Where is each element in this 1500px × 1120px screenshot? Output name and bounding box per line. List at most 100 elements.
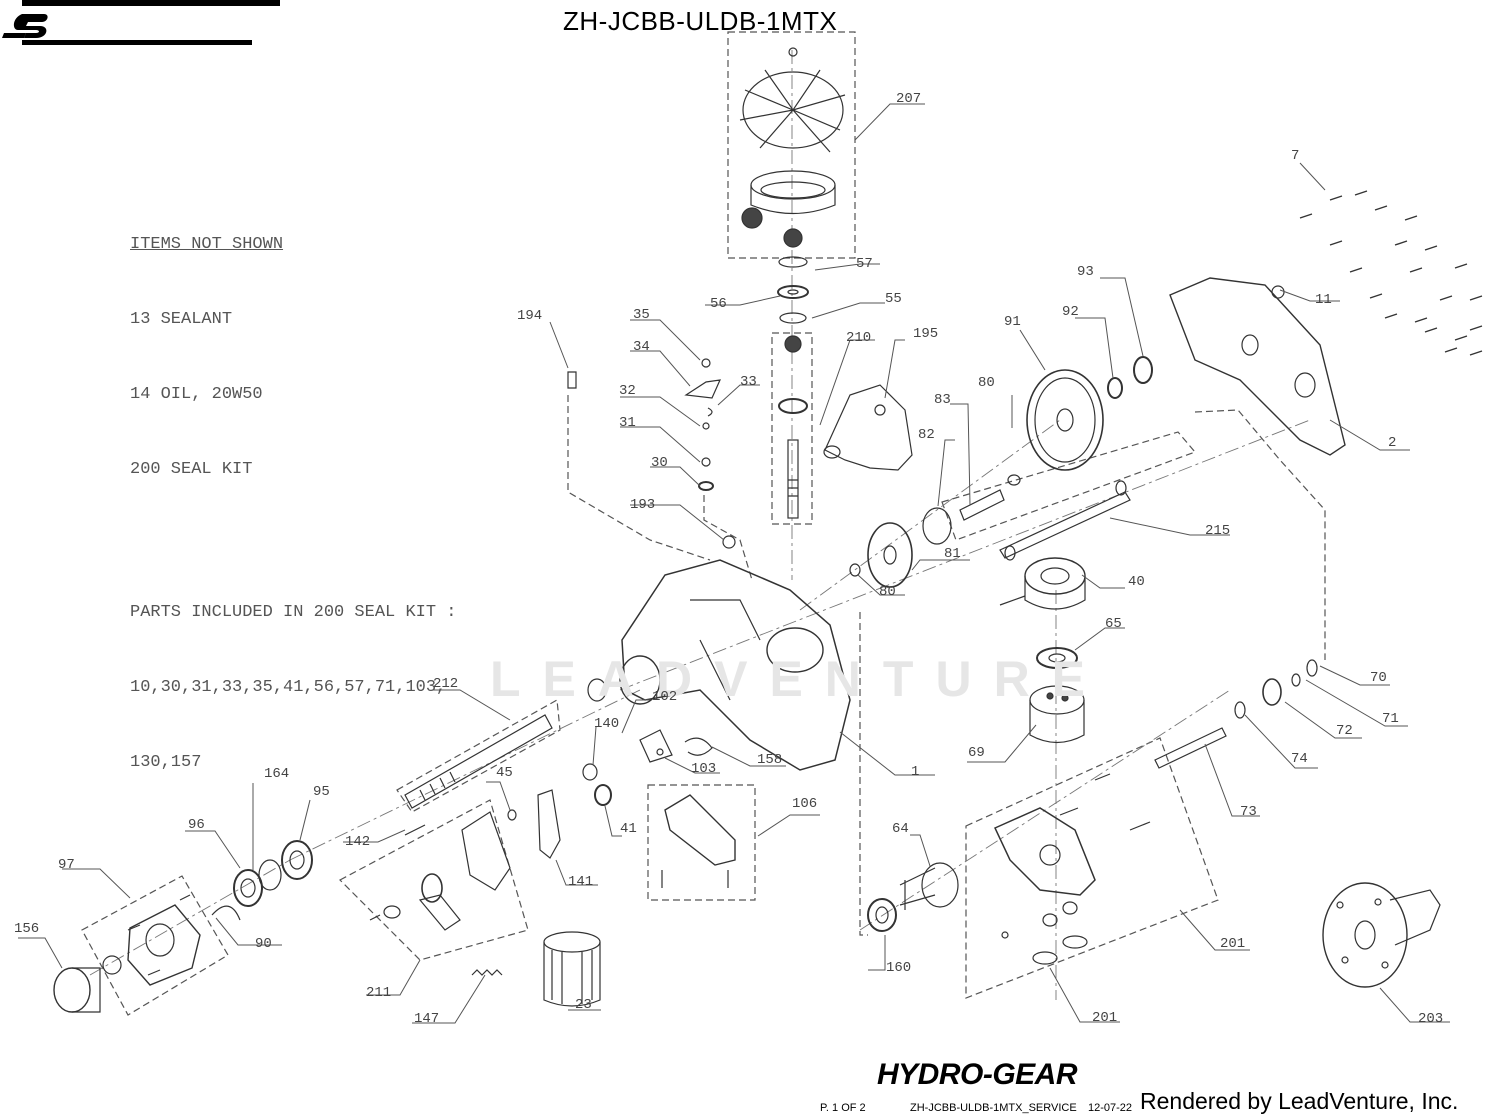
callout-33: 33 [740, 374, 757, 390]
seal-guide [859, 612, 868, 936]
callout-201: 201 [1220, 936, 1246, 952]
callout-7: 7 [1291, 148, 1300, 164]
callout-194: 194 [517, 308, 543, 324]
cylinder-block-69 [1029, 685, 1085, 744]
callout-80: 80 [978, 375, 995, 391]
footer-date: 12-07-22 [1088, 1102, 1133, 1114]
callout-83: 83 [934, 392, 951, 408]
seals-56-55 [777, 285, 809, 324]
callout-215: 215 [1205, 523, 1231, 539]
callout-31: 31 [619, 415, 636, 431]
callout-147: 147 [414, 1011, 440, 1027]
callout-141: 141 [568, 874, 594, 890]
callout-142: 142 [345, 834, 371, 850]
callout-92: 92 [1062, 304, 1079, 320]
plug-193-guide [703, 495, 753, 581]
bracket-106 [661, 794, 736, 888]
callout-71: 71 [1382, 711, 1399, 727]
footer-code: ZH-JCBB-ULDB-1MTX_SERVICE [910, 1102, 1077, 1114]
callout-210: 210 [846, 330, 872, 346]
callout-32: 32 [619, 383, 636, 399]
callout-102: 102 [652, 689, 678, 705]
pump-shaft-210 [778, 335, 808, 519]
callout-80: 80 [879, 584, 896, 600]
diagram-title: ZH-JCBB-ULDB-1MTX [563, 6, 838, 36]
oil-filter-23 [543, 931, 601, 1007]
callout-72: 72 [1336, 723, 1353, 739]
kit-heading: PARTS INCLUDED IN 200 SEAL KIT : [130, 603, 457, 622]
hub-97-box [81, 875, 229, 1016]
bearings-95-96-164 [211, 840, 313, 921]
callout-56: 56 [710, 296, 727, 312]
hub-97 [102, 894, 201, 986]
callout-70: 70 [1370, 670, 1387, 686]
fan-group-box [727, 31, 856, 259]
callout-23: 23 [575, 997, 592, 1013]
callout-193: 193 [630, 497, 656, 513]
center-section-box [965, 737, 1219, 999]
notes-gap [130, 532, 456, 550]
seal-160 [867, 898, 897, 932]
callout-96: 96 [188, 817, 205, 833]
footer-page: P. 1 OF 2 [820, 1102, 866, 1114]
group-boxes [81, 31, 1326, 1016]
notes-item: 200 SEAL KIT [130, 460, 253, 479]
notes-item: 14 OIL, 20W50 [130, 385, 263, 404]
callout-140: 140 [594, 716, 620, 732]
callout-158: 158 [757, 752, 783, 768]
logo-wordmark: HYDRO-GEAR [877, 1058, 1078, 1091]
arm-141 [537, 789, 561, 859]
kit-line: 10,30,31,33,35,41,56,57,71,103, [130, 678, 447, 697]
watermark: LEADVENTURE [490, 651, 1108, 707]
pump-housing-195 [823, 384, 913, 471]
callout-201: 201 [1092, 1010, 1118, 1026]
center-section-201 [993, 773, 1151, 965]
bracket-106-box [647, 784, 756, 901]
brake-linkage [582, 729, 713, 806]
callout-212: 212 [433, 676, 459, 692]
callout-55: 55 [885, 291, 902, 307]
callout-91: 91 [1004, 314, 1021, 330]
plug-194-guide [567, 395, 711, 561]
fan-207 [739, 47, 846, 268]
wheel-hub-203 [1322, 882, 1441, 988]
callout-30: 30 [651, 455, 668, 471]
callout-34: 34 [633, 339, 650, 355]
callout-160: 160 [886, 960, 912, 976]
callout-2: 2 [1388, 435, 1397, 451]
callout-45: 45 [496, 765, 513, 781]
callout-156: 156 [14, 921, 40, 937]
callout-64: 64 [892, 821, 909, 837]
cover-guide [1194, 409, 1326, 660]
kit-line: 130,157 [130, 753, 202, 772]
callout-35: 35 [633, 307, 650, 323]
callout-73: 73 [1240, 804, 1257, 820]
motor-block-64 [899, 862, 959, 910]
notes-block: ITEMS NOT SHOWN 13 SEALANT 14 OIL, 20W50… [130, 182, 456, 825]
spring-147 [471, 969, 503, 976]
axle-212 [404, 714, 553, 809]
callout-97: 97 [58, 857, 75, 873]
linkage-30-35 [567, 358, 736, 549]
notes-heading: ITEMS NOT SHOWN [130, 235, 284, 254]
leader-lines [18, 103, 1450, 1024]
bolts-7 [1299, 190, 1483, 356]
callout-203: 203 [1418, 1011, 1444, 1027]
axle-215-box [941, 431, 1197, 541]
callout-65: 65 [1105, 616, 1122, 632]
bracket-211-box [339, 799, 529, 961]
callout-57: 57 [856, 256, 873, 272]
callout-1: 1 [911, 764, 920, 780]
bracket-211 [369, 811, 511, 931]
callout-103: 103 [691, 761, 717, 777]
cover-plate-2 [1169, 277, 1346, 456]
callout-11: 11 [1315, 292, 1332, 308]
callout-40: 40 [1128, 574, 1145, 590]
cap-156 [53, 967, 101, 1013]
callout-195: 195 [913, 326, 939, 342]
centre-lines [89, 50, 1311, 1000]
callout-211: 211 [366, 985, 392, 1001]
callout-93: 93 [1077, 264, 1094, 280]
